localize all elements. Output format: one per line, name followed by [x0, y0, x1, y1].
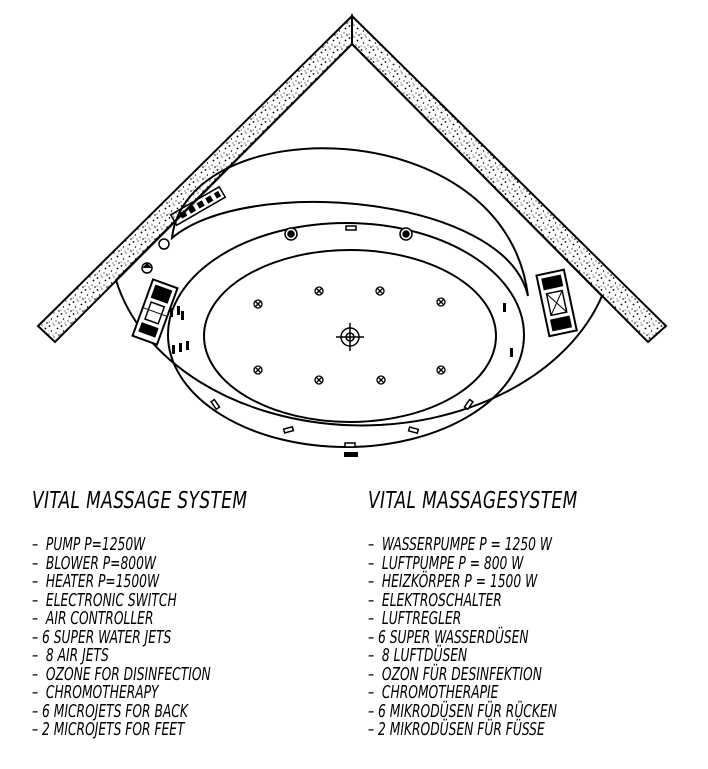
list-item: – ELEKTROSCHALTER	[368, 590, 502, 611]
air-jets	[253, 286, 446, 385]
water-jet-icon	[282, 425, 295, 434]
list-item: – 6 SUPER WATER JETS	[32, 627, 172, 648]
water-jet-icon	[399, 227, 413, 241]
water-jet-icon	[345, 225, 357, 231]
water-jet-icon	[284, 227, 298, 241]
list-item: – CHROMOTHERAPY	[32, 683, 159, 703]
control-panel	[169, 185, 227, 227]
air-jet-icon	[376, 375, 386, 385]
microjet-back-icon	[181, 311, 184, 320]
water-jets	[210, 225, 474, 448]
tub-outer-rim	[114, 43, 604, 427]
spec-heading-english: VITAL MASSAGE SYSTEM	[32, 488, 248, 514]
list-item: – 6 MICROJETS FOR BACK	[32, 701, 188, 722]
tub-basin	[203, 249, 497, 423]
bathtub-plan-drawing	[36, 13, 668, 457]
air-jet-icon	[314, 286, 324, 296]
backrest-crescent	[170, 147, 529, 297]
control-knob	[158, 238, 170, 250]
wall-left	[36, 13, 353, 344]
wall-right	[351, 13, 668, 344]
water-jet-icon	[344, 442, 356, 448]
list-item: – HEATER P=1500W	[32, 572, 160, 592]
list-item: – OZONE FOR DISINFECTION	[32, 664, 211, 685]
air-jet-icon	[436, 365, 446, 375]
microjet-feet-icon	[510, 348, 513, 357]
list-item: – HEIZKÖRPER P = 1500 W	[368, 572, 538, 592]
inlet-bottom	[344, 452, 358, 457]
water-jet-icon	[407, 426, 420, 435]
air-jet-icon	[253, 299, 263, 309]
water-jet-icon	[210, 398, 221, 411]
list-item: – 6 MIKRODÜSEN FÜR RÜCKEN	[368, 701, 557, 722]
air-jet-icon	[253, 365, 263, 375]
list-item: – 2 MIKRODÜSEN FÜR FÜSSE	[368, 720, 545, 740]
microjet-back-icon	[170, 306, 180, 317]
spec-list-english: VITAL MASSAGE SYSTEM – PUMP P=1250W – BL…	[32, 488, 352, 740]
feature-list-english: – PUMP P=1250W – BLOWER P=800W – HEATER …	[32, 536, 352, 740]
microjets	[170, 303, 513, 357]
list-item: – ELECTRONIC SWITCH	[32, 590, 177, 611]
list-item: – 6 SUPER WASSERDÜSEN	[368, 627, 529, 648]
list-item: – LUFTPUMPE P = 800 W	[368, 553, 524, 574]
list-item: – LUFTREGLER	[368, 609, 462, 629]
air-jet-icon	[375, 286, 385, 296]
list-item: – WASSERPUMPE P = 1250 W	[368, 535, 553, 555]
pump-right-icon	[535, 268, 578, 338]
water-jet-icon	[463, 398, 474, 411]
list-item: – 8 AIR JETS	[32, 646, 109, 666]
microjet-back-icon	[172, 341, 189, 354]
air-jet-icon	[436, 297, 446, 307]
drain-icon	[336, 323, 364, 351]
pump-left-icon	[131, 278, 179, 346]
list-item: – AIR CONTROLLER	[32, 609, 154, 629]
list-item: – CHROMOTHERAPIE	[368, 683, 499, 703]
air-jet-icon	[314, 375, 324, 385]
list-item: – OZON FÜR DESINFEKTION	[368, 664, 542, 685]
spec-list-german: VITAL MASSAGESYSTEM – WASSERPUMPE P = 12…	[368, 488, 698, 740]
list-item: – BLOWER P=800W	[32, 553, 157, 574]
list-item: – 8 LUFTDÜSEN	[368, 646, 468, 666]
list-item: – 2 MICROJETS FOR FEET	[32, 720, 185, 740]
feature-list-german: – WASSERPUMPE P = 1250 W – LUFTPUMPE P =…	[368, 536, 698, 740]
spec-heading-german: VITAL MASSAGESYSTEM	[368, 488, 578, 514]
list-item: – PUMP P=1250W	[32, 535, 146, 555]
